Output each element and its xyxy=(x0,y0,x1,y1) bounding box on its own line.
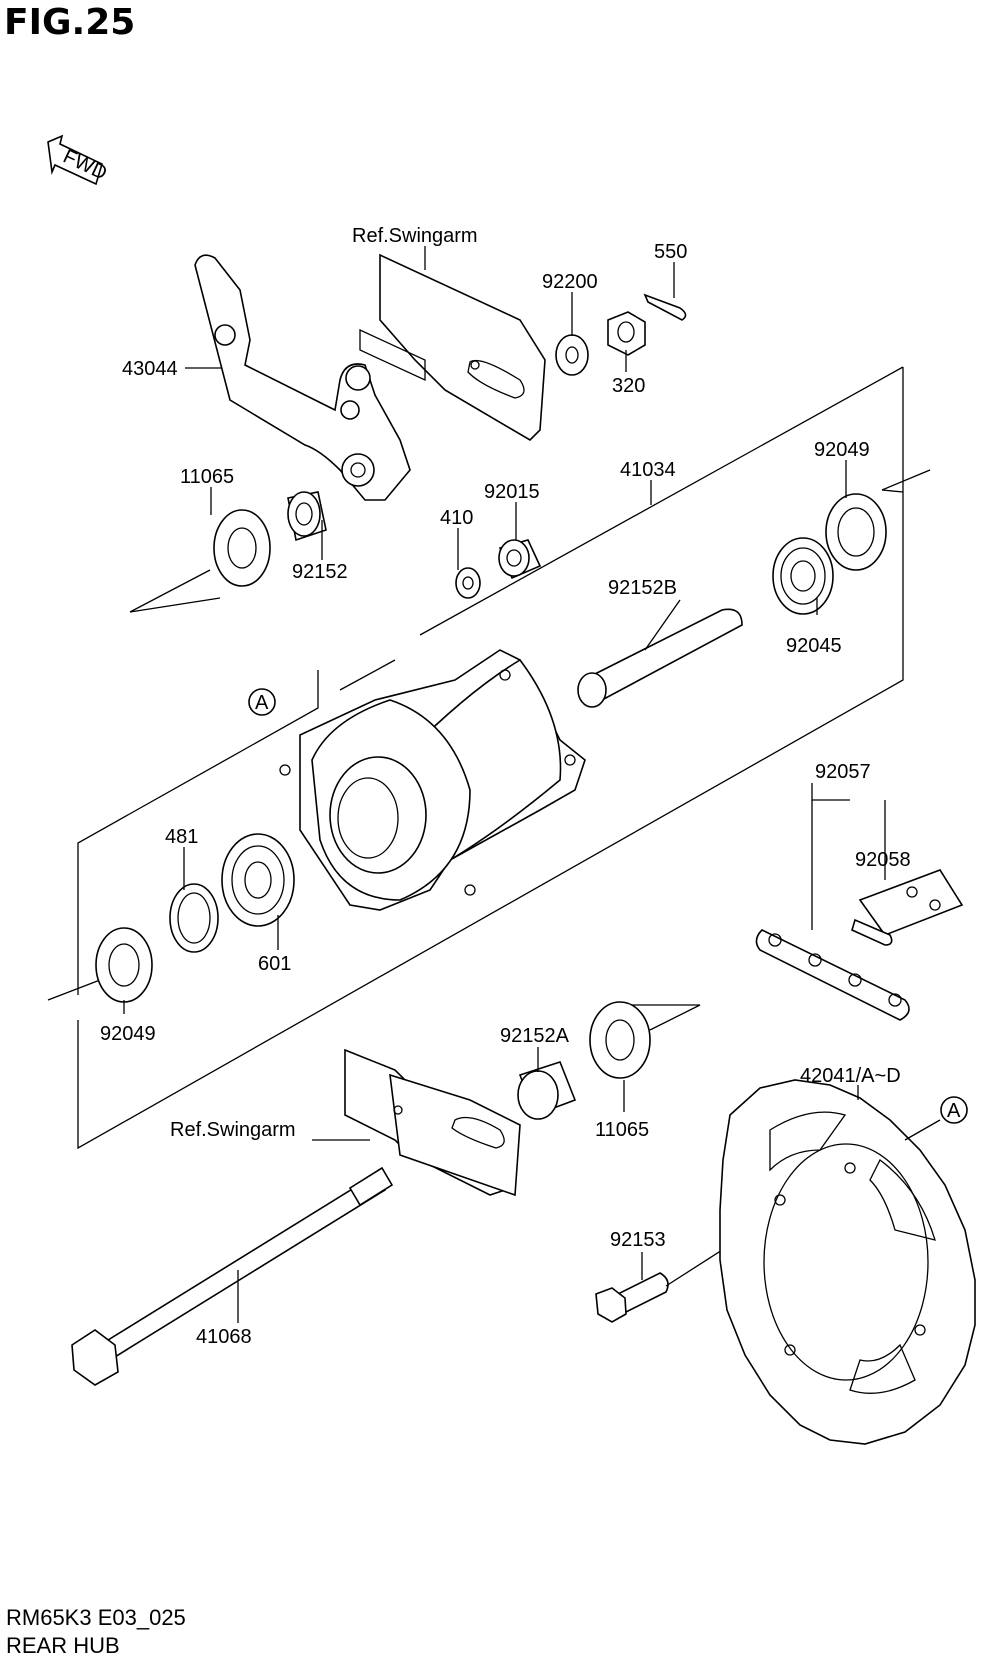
callout-11065-top: 11065 xyxy=(180,466,234,488)
figure-title: FIG.25 xyxy=(4,2,136,43)
oil-seal-92049-bottom xyxy=(95,927,153,1003)
washer-92200 xyxy=(555,334,589,376)
callout-A-right: A xyxy=(947,1100,961,1122)
collar-92152 xyxy=(287,491,327,542)
circlip-481 xyxy=(169,883,219,953)
callout-ref-swingarm-bottom: Ref.Swingarm xyxy=(170,1119,296,1141)
reference-circle-a-right xyxy=(940,1096,968,1124)
oil-seal-92049-top xyxy=(825,493,887,571)
callout-ref-swingarm-top: Ref.Swingarm xyxy=(352,225,478,247)
callout-320: 320 xyxy=(612,375,645,397)
spacer-tube-92152B xyxy=(577,608,743,708)
nut-320 xyxy=(607,311,646,356)
callout-42041: 42041/A~D xyxy=(800,1065,901,1087)
cotter-pin-550 xyxy=(643,293,687,321)
callout-41068: 41068 xyxy=(196,1326,252,1348)
assembly-frame xyxy=(47,366,931,1150)
callout-481: 481 xyxy=(165,826,198,848)
rear-sprocket-42041 xyxy=(719,1079,976,1445)
callout-92057: 92057 xyxy=(815,761,871,783)
callout-92153: 92153 xyxy=(610,1229,666,1251)
swingarm-bottom xyxy=(344,1048,521,1197)
callout-43044: 43044 xyxy=(122,358,178,380)
callout-550: 550 xyxy=(654,241,687,263)
chain-adjuster-43044 xyxy=(194,254,411,501)
callout-92049-bottom: 92049 xyxy=(100,1023,156,1045)
dust-seal-11065-bottom xyxy=(589,1001,651,1079)
bolt-92153 xyxy=(595,1167,851,1323)
callout-92200: 92200 xyxy=(542,271,598,293)
callout-41034: 41034 xyxy=(620,459,676,481)
swingarm-top xyxy=(359,253,546,442)
callout-92049-top: 92049 xyxy=(814,439,870,461)
callout-11065-bottom: 11065 xyxy=(595,1119,649,1141)
callout-92152A: 92152A xyxy=(500,1025,570,1047)
callout-92015: 92015 xyxy=(484,481,540,503)
model-code: RM65K3 E03_025 xyxy=(6,1605,186,1630)
chain-joint-92058 xyxy=(851,869,964,946)
callout-92152: 92152 xyxy=(292,561,348,583)
callout-92058: 92058 xyxy=(855,849,911,871)
reference-circle-a-left xyxy=(248,688,276,716)
dust-seal-11065-top xyxy=(213,509,271,587)
collar-92152A xyxy=(517,1061,577,1120)
section-name: REAR HUB xyxy=(6,1633,120,1658)
rear-axle-41068 xyxy=(71,1166,394,1386)
bearing-601 xyxy=(221,833,295,927)
callout-92152B: 92152B xyxy=(608,577,677,599)
callout-601: 601 xyxy=(258,953,291,975)
drive-chain-92057 xyxy=(755,929,910,1021)
bearing-92045 xyxy=(772,537,834,615)
rear-hub-41034 xyxy=(279,649,586,911)
washer-410 xyxy=(455,567,481,599)
spacer-92015 xyxy=(498,539,542,580)
callout-A-left: A xyxy=(255,692,269,714)
callout-92045: 92045 xyxy=(786,635,842,657)
fwd-arrow-icon: FWD xyxy=(47,134,110,186)
leader-lines xyxy=(123,246,941,1323)
callout-410: 410 xyxy=(440,507,473,529)
